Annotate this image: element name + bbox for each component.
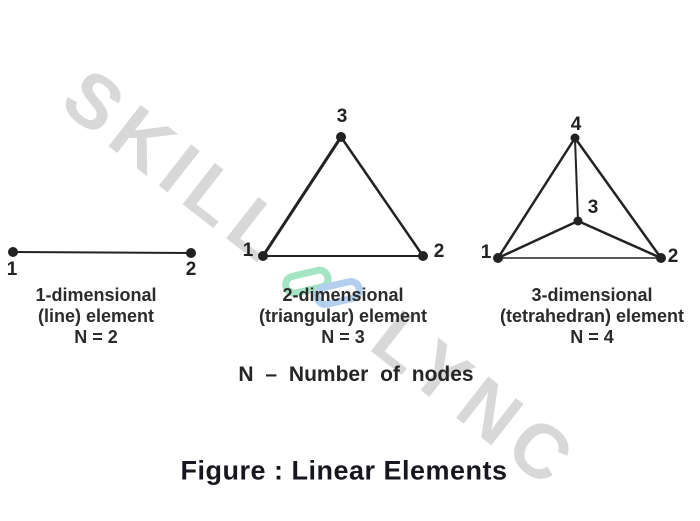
tetra-node-2 [656, 253, 666, 263]
line-node-1 [8, 247, 18, 257]
caption-line: 1-dimensional [35, 285, 157, 305]
tetra-edge-4-3 [574, 137, 579, 222]
line-node-label-1: 1 [6, 259, 18, 280]
line-element-edge [12, 251, 192, 254]
triangle-edge-3-2 [339, 136, 425, 257]
nodes-legend: N – Number of nodes [238, 363, 474, 386]
tetrahedron-element-caption: 3-dimensional (tetrahedran) element N = … [500, 285, 684, 348]
caption-line: N = 2 [74, 327, 118, 347]
tetra-node-label-1: 1 [480, 242, 492, 263]
figure-caption: Figure : Linear Elements [180, 455, 508, 486]
triangle-node-2 [418, 251, 428, 261]
line-node-label-2: 2 [185, 259, 197, 280]
line-element-drawing [8, 247, 196, 258]
caption-line: (tetrahedran) element [499, 306, 685, 326]
tetra-node-1 [493, 253, 503, 263]
tetra-node-label-2: 2 [667, 246, 679, 267]
triangle-node-label-3: 3 [336, 106, 348, 127]
line-node-2 [186, 248, 196, 258]
caption-line: (line) element [37, 306, 155, 326]
tetra-edge-4-1 [496, 137, 577, 259]
tetra-node-3 [573, 216, 583, 226]
caption-line: N = 4 [570, 327, 614, 347]
tetra-node-label-3: 3 [587, 197, 599, 218]
tetra-edge-1-3 [497, 219, 579, 260]
caption-line: (triangular) element [258, 306, 428, 326]
triangle-node-label-1: 1 [242, 240, 254, 261]
caption-line: 2-dimensional [282, 285, 404, 305]
line-element-caption: 1-dimensional (line) element N = 2 [35, 285, 156, 348]
tetra-node-label-4: 4 [570, 114, 582, 135]
tetrahedron-element-drawing [493, 133, 666, 263]
caption-line: 3-dimensional [531, 285, 653, 305]
tetra-edge-4-2 [573, 137, 663, 259]
triangle-element-caption: 2-dimensional (triangular) element N = 3 [259, 285, 427, 348]
triangle-node-label-2: 2 [433, 241, 445, 262]
tetra-edge-3-2 [577, 219, 662, 260]
triangle-edge-3-1 [261, 136, 343, 257]
triangle-node-1 [258, 251, 268, 261]
triangle-node-3 [336, 132, 346, 142]
triangle-element-drawing [258, 132, 428, 261]
caption-line: N = 3 [321, 327, 365, 347]
tetra-node-4 [570, 133, 580, 143]
